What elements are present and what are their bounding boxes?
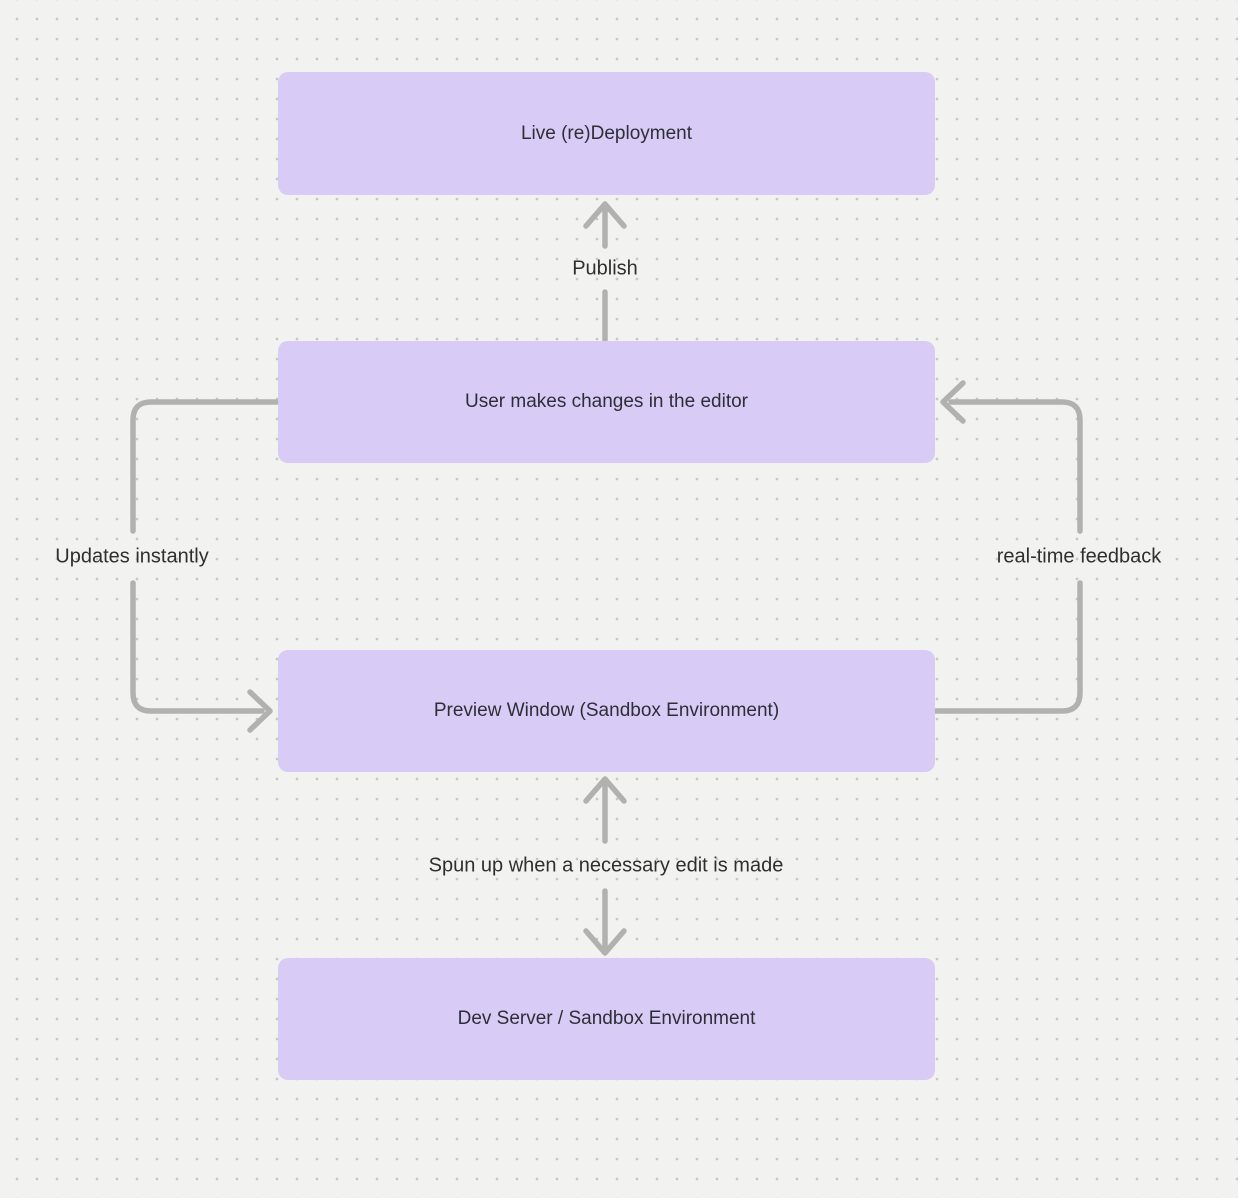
- node-label: Live (re)Deployment: [520, 122, 693, 144]
- node-live-redeployment: Live (re)Deployment: [278, 72, 935, 195]
- node-user-makes-changes: User makes changes in the editor: [278, 341, 935, 463]
- node-dev-server: Dev Server / Sandbox Environment: [278, 958, 935, 1080]
- arrowhead-left-icon: [940, 380, 966, 424]
- node-preview-window: Preview Window (Sandbox Environment): [278, 650, 935, 772]
- edge-label-realtime-feedback: real-time feedback: [996, 545, 1162, 568]
- node-label: Dev Server / Sandbox Environment: [457, 1008, 756, 1029]
- arrowhead-down-icon: [583, 928, 627, 956]
- arrowhead-up-icon: [583, 776, 627, 804]
- edge-label-publish: Publish: [572, 257, 638, 280]
- node-label: User makes changes in the editor: [464, 391, 749, 412]
- node-label: Preview Window (Sandbox Environment): [433, 700, 780, 721]
- arrowhead-up-icon: [583, 201, 627, 229]
- edge-label-spun-up: Spun up when a necessary edit is made: [428, 854, 784, 877]
- edge-label-updates-instantly: Updates instantly: [55, 545, 209, 568]
- arrowhead-right-icon: [247, 689, 273, 733]
